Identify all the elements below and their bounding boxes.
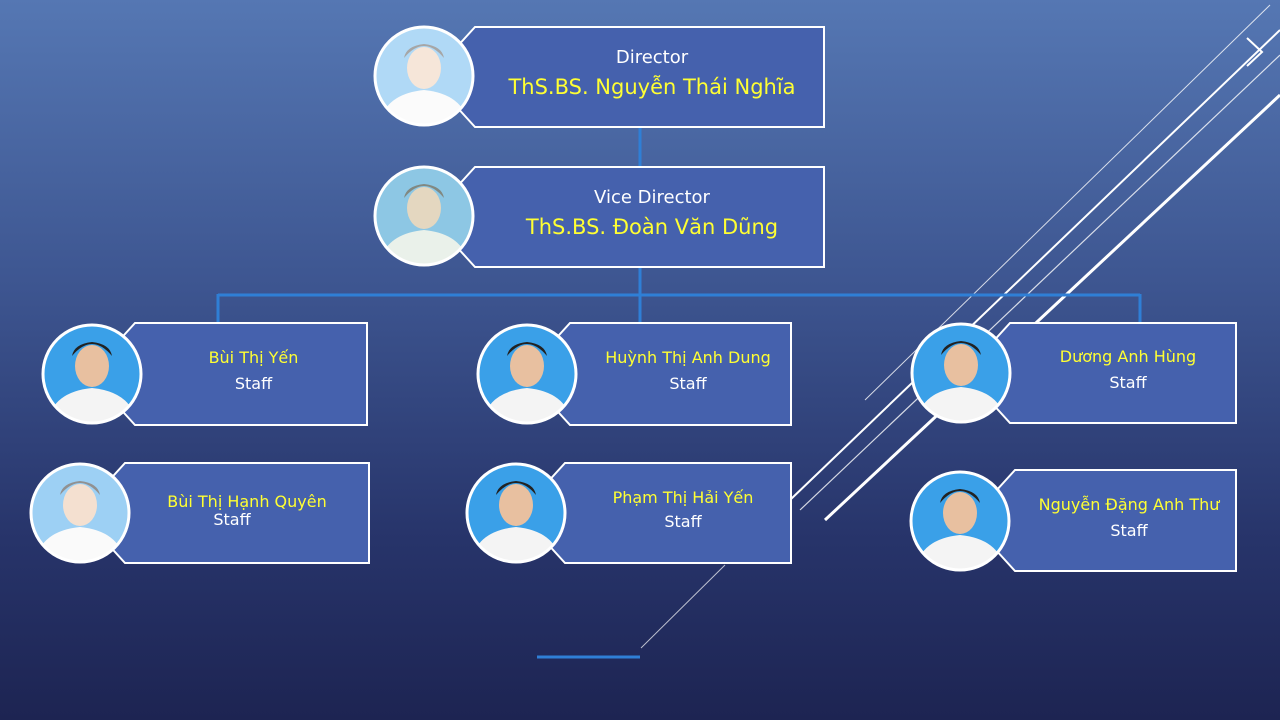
staff-name: Huỳnh Thị Anh Dung: [605, 348, 771, 367]
photo-vice-director: [373, 165, 475, 267]
staff-role: Staff: [1109, 373, 1147, 392]
photo-staff-4: [29, 462, 131, 564]
photo-staff-2: [476, 323, 578, 425]
staff-name: Bùi Thị Hạnh Quyên: [167, 492, 327, 511]
cards: [104, 26, 1237, 572]
staff-role: Staff: [1110, 521, 1148, 540]
vice-director-role: Vice Director: [594, 187, 710, 208]
staff-name: Bùi Thị Yến: [208, 348, 299, 367]
director-name: ThS.BS. Nguyễn Thái Nghĩa: [508, 74, 796, 99]
staff-card: Phạm Thị Hải Yến Staff: [570, 488, 796, 532]
staff-card: Nguyễn Đặng Anh Thư Staff: [1022, 495, 1236, 541]
staff-card: Bùi Thị Hạnh Quyên Staff: [130, 492, 364, 530]
staff-card: Dương Anh Hùng Staff: [1015, 347, 1241, 393]
director-card: Director ThS.BS. Nguyễn Thái Nghĩa: [480, 47, 824, 100]
director-role: Director: [615, 47, 689, 68]
staff-name: Phạm Thị Hải Yến: [612, 488, 754, 507]
staff-role: Staff: [669, 374, 707, 393]
photo-staff-5: [465, 462, 567, 564]
staff-card: Bùi Thị Yến Staff: [140, 348, 367, 394]
vice-director-card: Vice Director ThS.BS. Đoàn Văn Dũng: [480, 187, 824, 240]
staff-card: Huỳnh Thị Anh Dung Staff: [575, 348, 801, 394]
staff-name: Nguyễn Đặng Anh Thư: [1038, 495, 1220, 514]
staff-name: Dương Anh Hùng: [1059, 347, 1197, 366]
staff-role: Staff: [664, 512, 702, 531]
photo-staff-6: [909, 470, 1011, 572]
photo-staff-3: [910, 322, 1012, 424]
staff-role: Staff: [213, 510, 251, 529]
connectors: [216, 127, 1142, 323]
photo-staff-1: [41, 323, 143, 425]
photo-director: [373, 25, 475, 127]
vice-director-name: ThS.BS. Đoàn Văn Dũng: [525, 214, 779, 239]
staff-role: Staff: [234, 374, 273, 393]
